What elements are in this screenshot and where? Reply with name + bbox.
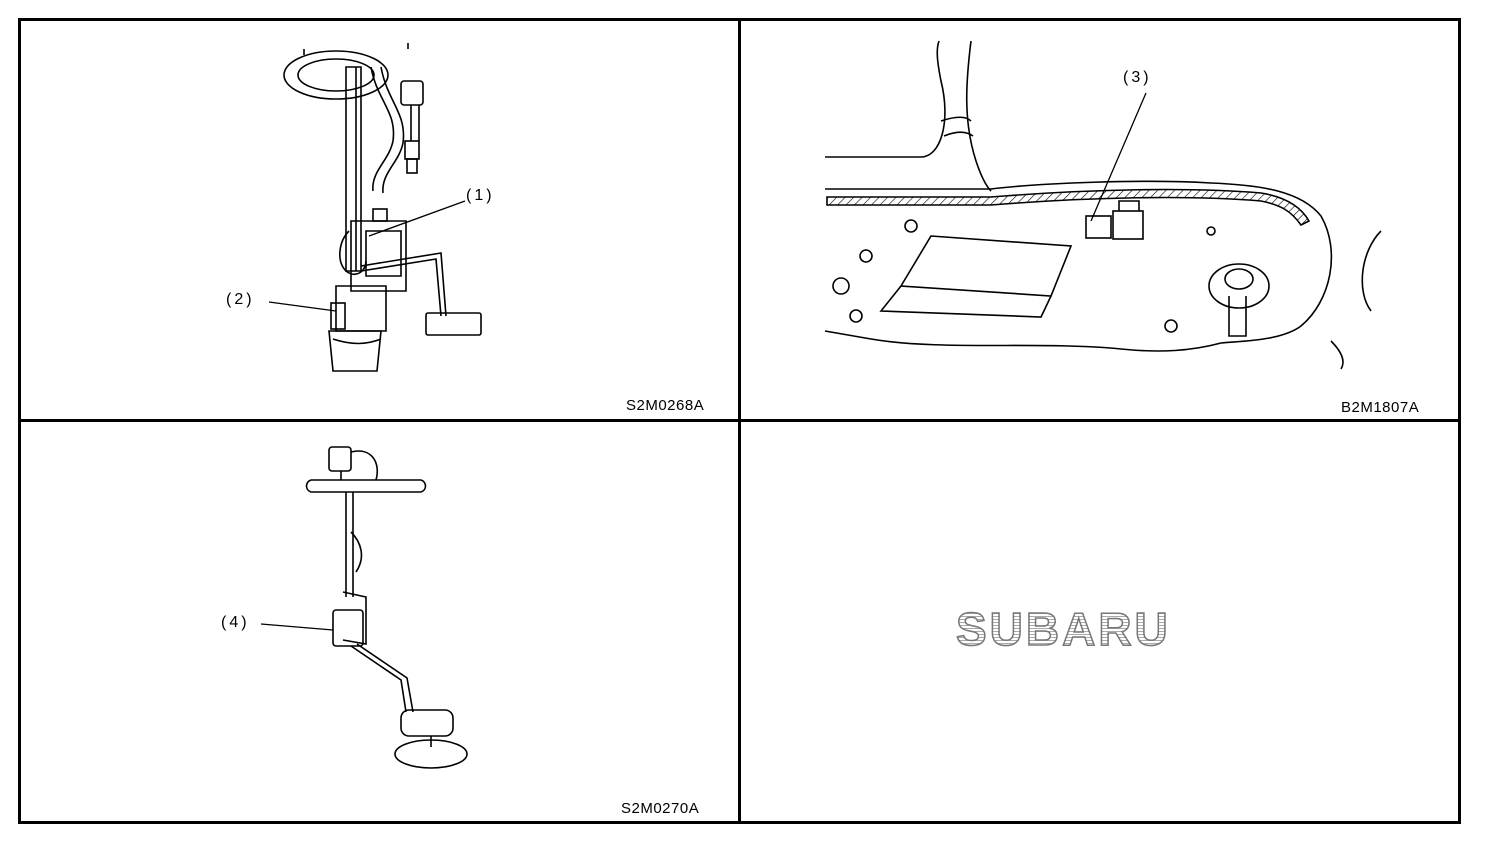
callout-1: (1): [466, 187, 495, 204]
fuel-tank-illustration: [824, 40, 1382, 370]
panel-logo: SUBARU: [741, 422, 1458, 821]
horizontal-divider: [18, 419, 1461, 422]
callout-2: (2): [226, 291, 255, 308]
callout-4: (4): [221, 614, 250, 631]
panel-fuel-pump-assembly: (1) (2) S2M0268A: [21, 21, 738, 419]
subaru-logo: SUBARU: [955, 602, 1171, 656]
sub-gauge-illustration: [260, 446, 468, 769]
panel-sub-gauge: (4) S2M0270A: [21, 422, 738, 821]
figure-code: S2M0268A: [626, 397, 705, 414]
figure-code: B2M1807A: [1341, 399, 1420, 416]
fuel-pump-illustration: [268, 43, 482, 372]
figure-code: S2M0270A: [621, 800, 700, 817]
callout-3: (3): [1123, 69, 1152, 86]
panel-fuel-tank: (3) B2M1807A: [741, 21, 1458, 419]
